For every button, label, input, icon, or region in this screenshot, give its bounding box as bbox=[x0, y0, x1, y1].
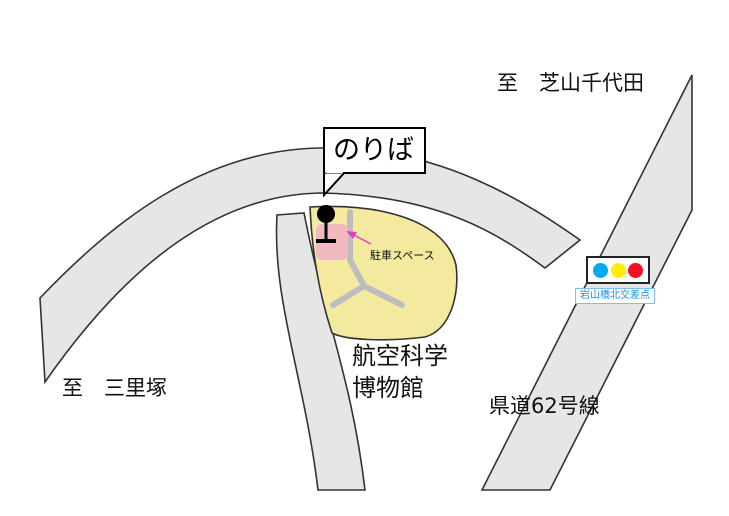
main-road bbox=[39, 147, 582, 385]
parking-label: 駐車スペース bbox=[370, 249, 435, 262]
signal-lamp-yellow bbox=[610, 262, 626, 278]
bus-stop-pin-icon bbox=[316, 205, 336, 243]
signal-lamp-red bbox=[627, 262, 643, 278]
museum-label-line1: 航空科学 bbox=[352, 342, 448, 370]
museum-label-line2: 博物館 bbox=[352, 374, 424, 402]
museum-label: 航空科学 博物館 bbox=[352, 340, 448, 404]
intersection-name: 岩山橋北交差点 bbox=[575, 288, 655, 304]
boarding-callout: のりば bbox=[323, 127, 426, 174]
route-62-label: 県道62号線 bbox=[489, 394, 600, 418]
signal-lamp-blue bbox=[593, 262, 609, 278]
traffic-signal-icon bbox=[586, 256, 650, 284]
to-sanrizuka-label: 至 三里塚 bbox=[62, 376, 167, 400]
museum-internal-path bbox=[330, 209, 405, 308]
to-shibayama-label: 至 芝山千代田 bbox=[497, 71, 644, 95]
arrow-icon bbox=[346, 231, 372, 245]
boarding-label: のりば bbox=[333, 135, 414, 166]
